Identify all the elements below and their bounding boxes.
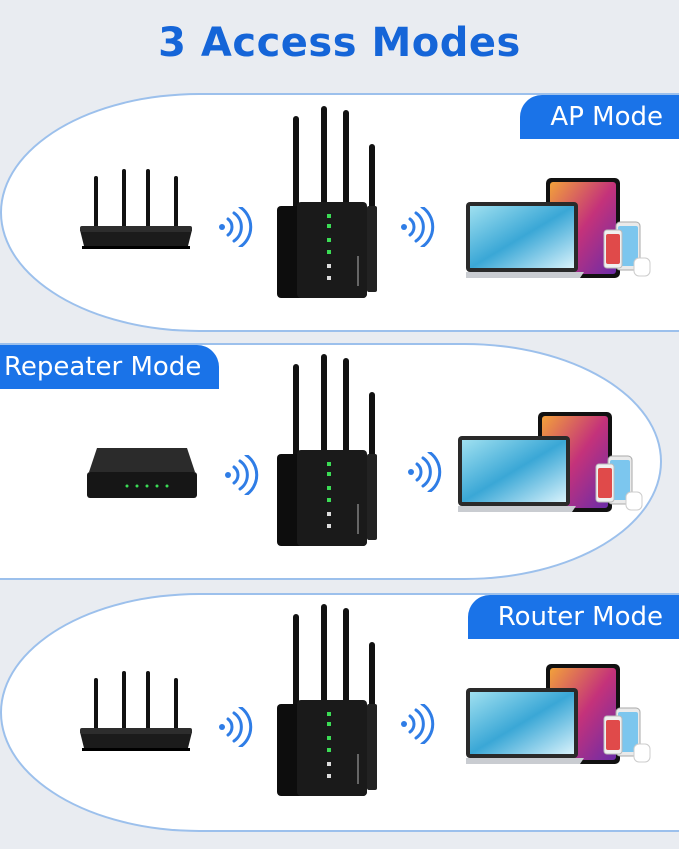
client-devices-icon [466,664,651,765]
wifi-signal-icon [399,207,435,247]
switch-icon [87,448,197,498]
ap-mode-badge: AP Mode [520,95,679,139]
wifi-signal-icon [223,455,259,495]
client-devices-icon [466,178,651,279]
router-mode-badge: Router Mode [467,595,679,639]
repeater-mode-badge: Repeater Mode [0,345,220,389]
page-title: 3 Access Modes [158,20,521,66]
wifi-signal-icon [217,207,253,247]
wifi-signal-icon [399,704,435,744]
wifi-signal-icon [406,452,442,492]
wifi-extender-icon [277,604,377,796]
router-icon [78,169,194,251]
wifi-signal-icon [217,707,253,747]
wifi-extender-icon [277,106,377,298]
client-devices-icon [458,412,643,513]
router-icon [78,671,194,753]
wifi-extender-icon [277,354,377,546]
